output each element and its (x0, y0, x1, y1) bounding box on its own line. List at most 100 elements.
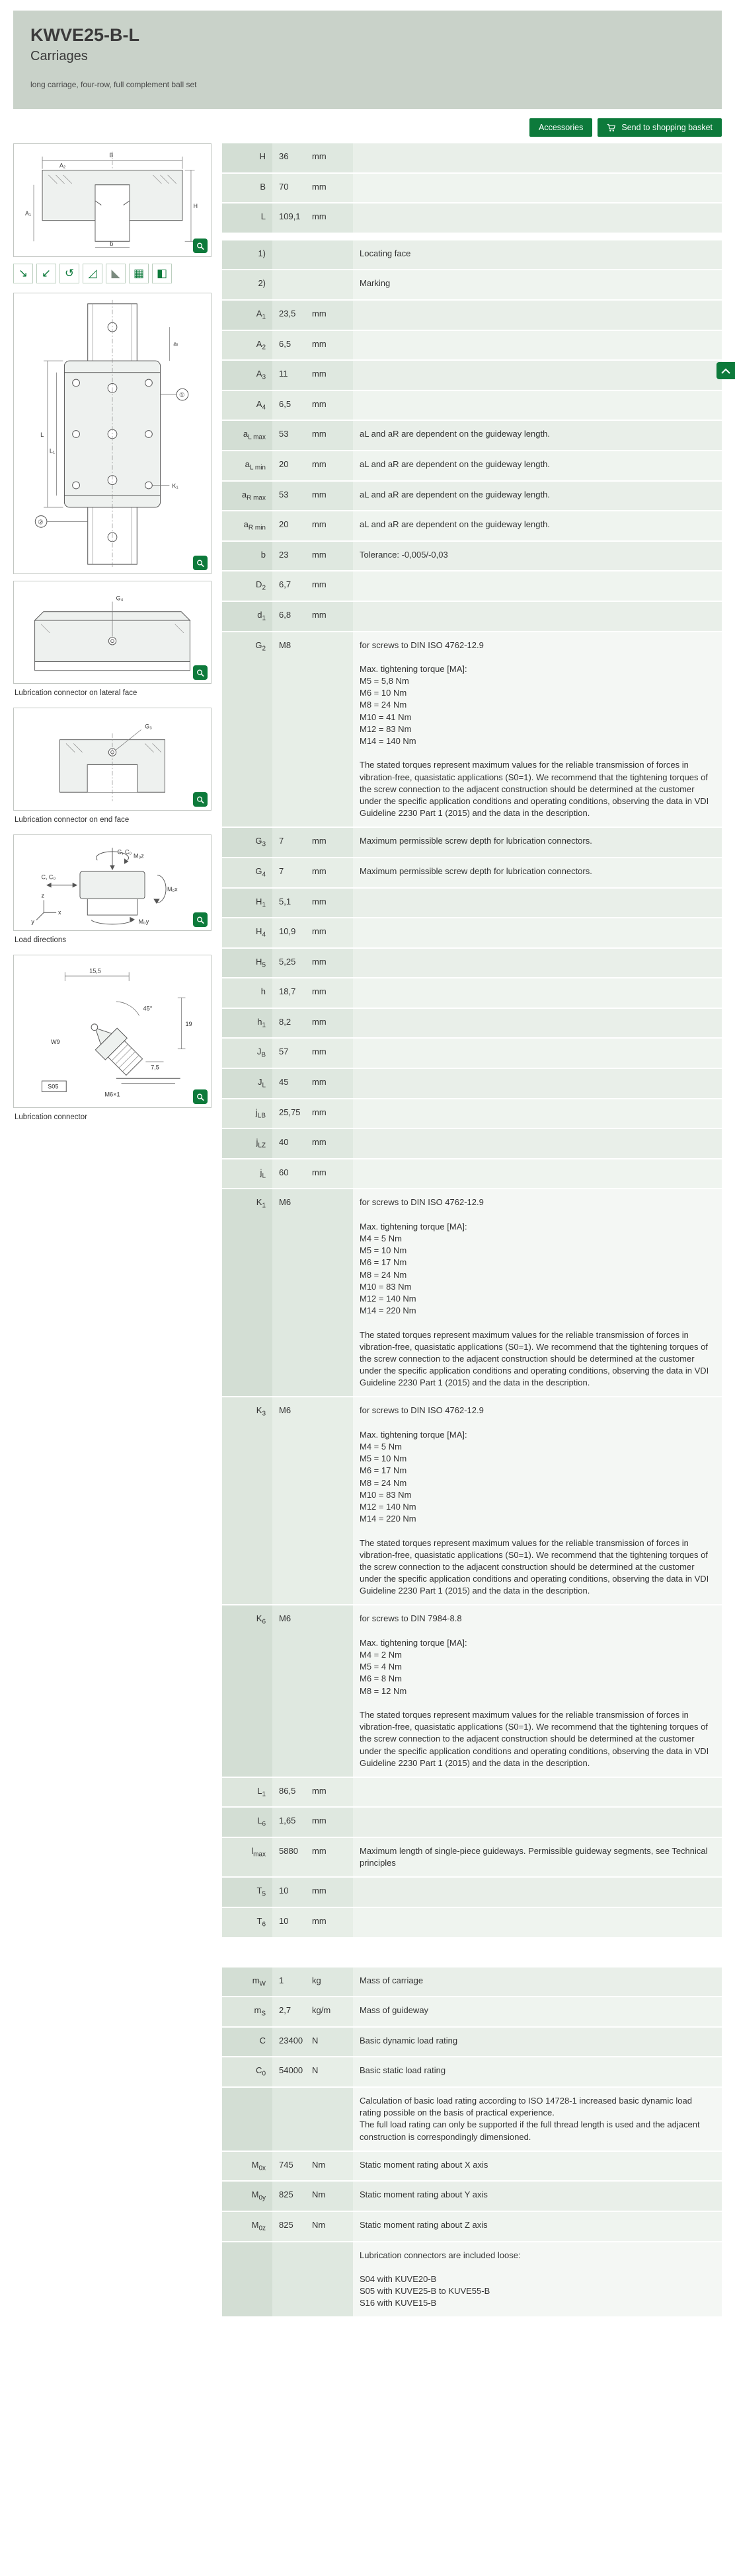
spec-symbol: G3 (222, 828, 272, 857)
zoom-button[interactable] (193, 792, 208, 807)
spec-description (353, 1129, 722, 1158)
spec-symbol: h1 (222, 1008, 272, 1038)
figure-lube-connector: 15,5 45° 19 7,5 W9 M6×1 S05 (13, 955, 212, 1108)
spec-description: for screws to DIN ISO 4762-12.9 Max. tig… (353, 1189, 722, 1397)
spec-description (353, 1039, 722, 1068)
spec-description (353, 300, 722, 330)
spec-description (353, 1878, 722, 1907)
arrow-down-left-icon: ↙ (36, 264, 56, 283)
spec-symbol: G2 (222, 632, 272, 827)
content-area: B A₂ H b A₁ ↘ ↙ ↺ ◿ ◣ (13, 143, 722, 2318)
zoom-button[interactable] (193, 239, 208, 253)
spec-row: G2 M8 for screws to DIN ISO 4762-12.9 Ma… (222, 632, 722, 827)
spec-description: Calculation of basic load rating accordi… (353, 2088, 722, 2151)
dim-label-thread: M6×1 (104, 1091, 120, 1097)
zoom-button[interactable] (193, 1089, 208, 1104)
split-square-icon: ◧ (152, 264, 172, 283)
dim-label-B: B (109, 152, 113, 159)
spec-description: Static moment rating about Z axis (353, 2211, 722, 2241)
spec-description (353, 173, 722, 203)
product-title: KWVE25-B-L (30, 25, 140, 45)
magnifier-icon (197, 1093, 204, 1101)
spec-row: K3 M6 for screws to DIN ISO 4762-12.9 Ma… (222, 1397, 722, 1605)
spec-symbol: K6 (222, 1605, 272, 1777)
lateral-lube-drawing: G₄ (34, 595, 191, 671)
spec-symbol: jLB (222, 1099, 272, 1128)
spec-symbol: T5 (222, 1878, 272, 1907)
magnifier-icon (197, 669, 204, 677)
spec-symbol: aR max (222, 481, 272, 511)
scroll-top-button[interactable] (716, 362, 735, 379)
spec-symbol: K3 (222, 1397, 272, 1605)
callout-1: ① (179, 392, 184, 398)
spec-description: Basic dynamic load rating (353, 2027, 722, 2057)
figure-caption: Lubrication connector on lateral face (15, 689, 137, 697)
spec-symbol: L1 (222, 1777, 272, 1807)
spec-row: K6 M6 for screws to DIN 7984-8.8 Max. ti… (222, 1605, 722, 1777)
moment-label-M0x: M₀x (167, 886, 178, 893)
dim-label-G4: G₄ (116, 595, 124, 602)
dim-label-L: L (40, 431, 44, 438)
send-to-basket-label: Send to shopping basket (621, 123, 713, 132)
spec-symbol: B (222, 173, 272, 203)
spec-value: M8 (272, 632, 353, 827)
rotation-arrow-icon: ↺ (59, 264, 79, 283)
accessories-button[interactable]: Accessories (529, 118, 593, 137)
zoom-button[interactable] (193, 556, 208, 570)
spec-description: Static moment rating about Y axis (353, 2182, 722, 2211)
zoom-button[interactable] (193, 912, 208, 927)
spec-symbol: L (222, 203, 272, 233)
spec-row: Calculation of basic load rating accordi… (222, 2088, 722, 2151)
wedge-icon: ◿ (83, 264, 102, 283)
send-to-basket-button[interactable]: Send to shopping basket (598, 118, 722, 137)
spec-description (353, 330, 722, 360)
dim-label-W9: W9 (51, 1039, 60, 1045)
spec-description (353, 571, 722, 601)
spec-value (272, 270, 353, 299)
spec-symbol: K1 (222, 1189, 272, 1397)
spec-description: Marking (353, 270, 722, 299)
dim-label-G3: G₃ (145, 723, 152, 730)
load-label-C: C, C₀ (118, 849, 132, 856)
arrow-down-right-icon: ↘ (13, 264, 33, 283)
spec-symbol: A3 (222, 361, 272, 390)
spec-description (353, 948, 722, 978)
figure-load-directions: C, C₀ C, C₀ M₀z M₀x M₀y z x y (13, 834, 212, 931)
spec-description: Maximum length of single-piece guideways… (353, 1838, 722, 1877)
grid-pattern-icon: ▦ (129, 264, 149, 283)
spec-symbol: H1 (222, 888, 272, 918)
spec-value (272, 2088, 353, 2151)
spec-value: M6 (272, 1605, 353, 1777)
spec-description: Static moment rating about X axis (353, 2151, 722, 2181)
zoom-button[interactable] (193, 665, 208, 680)
spec-symbol: G4 (222, 858, 272, 887)
spec-symbol: JL (222, 1069, 272, 1098)
action-bar: Accessories Send to shopping basket (13, 118, 722, 137)
spec-value: M6 (272, 1189, 353, 1397)
axis-label-x: x (58, 909, 61, 916)
dim-label-A1: A₁ (25, 210, 31, 217)
